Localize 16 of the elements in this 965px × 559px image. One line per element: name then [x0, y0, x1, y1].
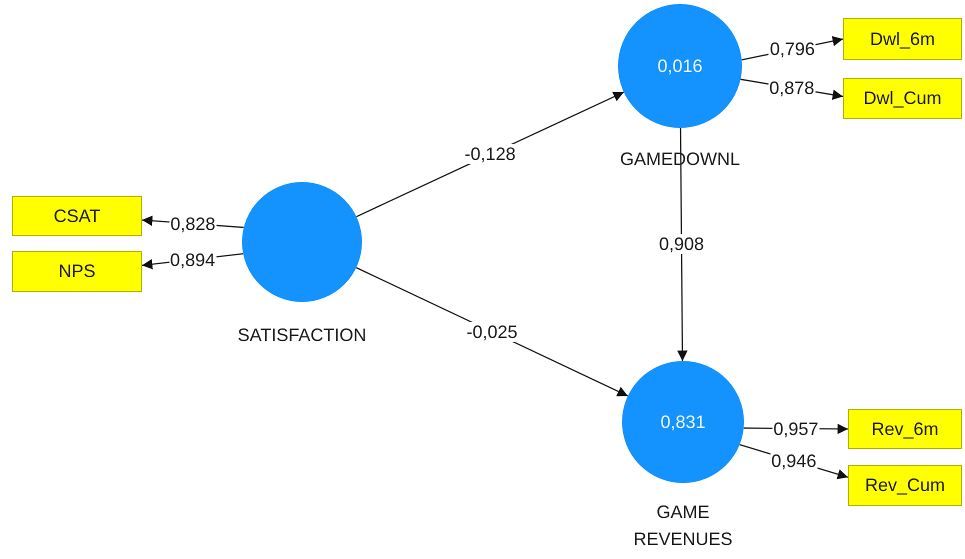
indicator-box: CSAT — [12, 196, 142, 236]
indicator-box: NPS — [12, 251, 142, 292]
indicator-box: Rev_6m — [848, 409, 962, 449]
indicator-box: Dwl_Cum — [843, 78, 962, 119]
edge-label: -0,025 — [466, 322, 519, 342]
r-squared-value: 0,831 — [660, 412, 706, 432]
indicator-box: Rev_Cum — [848, 465, 962, 506]
edge-label: 0,796 — [768, 39, 816, 60]
r-squared-value: 0,016 — [657, 56, 703, 76]
construct-name: GAME REVENUES — [632, 501, 734, 551]
edge-label: 0,946 — [770, 450, 818, 471]
construct-name: SATISFACTION — [237, 324, 367, 347]
edge-label: -0,128 — [464, 144, 517, 164]
edge-label: 0,908 — [658, 234, 706, 254]
indicator-box: Dwl_6m — [843, 18, 962, 60]
arrow — [677, 128, 688, 361]
